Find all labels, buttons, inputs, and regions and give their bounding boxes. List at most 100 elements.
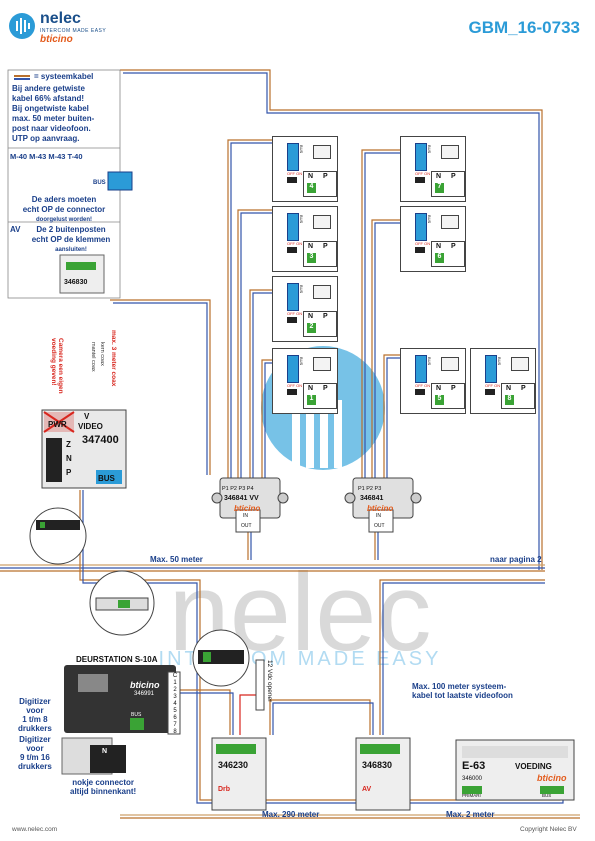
module-2-model: 346830 — [362, 760, 393, 770]
offon-label: OFF ON — [287, 241, 303, 246]
offon-label: OFF ON — [415, 383, 431, 388]
camera-video-label: VIDEO — [78, 422, 103, 431]
switch-icon — [287, 247, 297, 253]
distributor-2-model: 346841 — [360, 495, 384, 502]
distance-max290: Max. 290 meter — [262, 810, 320, 819]
phone-number: 6 — [435, 253, 444, 263]
distributor-2-ports: P1 P2 P3 — [358, 486, 382, 492]
camera-core-note: kern coax — [99, 342, 105, 366]
screen-icon — [441, 145, 459, 159]
phone-number: 2 — [307, 323, 316, 333]
offon-label: OFF ON — [287, 383, 303, 388]
opener-label: 12 Vdc opener — [266, 660, 273, 703]
offon-label: OFF ON — [415, 171, 431, 176]
module-2-tag: AV — [362, 786, 372, 793]
bus-label: BUS — [427, 357, 432, 366]
distributor-2-out: OUT — [374, 523, 385, 529]
distributor-1-out: OUT — [241, 523, 252, 529]
brand-tagline: INTERCOM MADE EASY — [40, 28, 107, 34]
av-model: 346830 — [64, 279, 88, 286]
power-bus: BUS — [542, 793, 552, 798]
camera-mantle-note: mantel coax — [90, 342, 96, 372]
power-maker: bticino — [537, 773, 567, 783]
switch-icon — [415, 177, 425, 183]
camera-coax-note: max. 3 meter coax — [110, 330, 117, 387]
distance-max50: Max. 50 meter — [150, 555, 203, 564]
distributor-1-maker: bticino — [234, 504, 261, 513]
distributor-2-in: IN — [376, 513, 381, 519]
module-1-model: 346230 — [218, 760, 249, 770]
phone-number: 3 — [307, 253, 316, 263]
document-code: GBM_16-0733 — [468, 18, 580, 37]
screen-icon — [511, 357, 529, 371]
nelec-logo-icon — [9, 13, 35, 39]
camera-pwr-label: PWR — [48, 420, 67, 429]
screen-icon — [313, 145, 331, 159]
camera-bus-label: BUS — [98, 474, 115, 483]
deurstation-n: N — [102, 748, 108, 755]
phone-number: 1 — [307, 395, 316, 405]
screen-icon — [441, 215, 459, 229]
connector-bus-label: BUS — [93, 180, 106, 186]
distributor-1-in: IN — [243, 513, 248, 519]
deurstation-model: 346991 — [134, 691, 155, 697]
phone-number: 8 — [505, 395, 514, 405]
bus-connector — [287, 143, 299, 171]
screen-icon — [313, 285, 331, 299]
brand-maker: bticino — [40, 34, 73, 45]
switch-icon — [415, 389, 425, 395]
power-name: VOEDING — [515, 762, 552, 771]
phone-number: 7 — [435, 183, 444, 193]
connector-models: M-40 M-43 M-43 T-40 — [10, 152, 83, 161]
distributor-2-maker: bticino — [367, 504, 394, 513]
bus-label: BUS — [427, 215, 432, 224]
bus-connector — [485, 355, 497, 383]
power-title: E-63 — [462, 760, 486, 772]
legend-title: = systeemkabel — [34, 72, 94, 81]
bus-connector — [287, 283, 299, 311]
module-1-tag: Drb — [218, 786, 231, 793]
bus-connector — [415, 143, 427, 171]
camera-n-label: N — [66, 454, 72, 463]
page-2-link[interactable]: naar pagina 2 — [490, 555, 542, 564]
switch-icon — [287, 389, 297, 395]
camera-v-label: V — [84, 412, 90, 421]
distance-max2: Max. 2 meter — [446, 810, 495, 819]
deurstation-maker: bticino — [130, 680, 160, 690]
power-model: 346000 — [462, 776, 483, 782]
bus-label: BUS — [299, 215, 304, 224]
camera-p-label: P — [66, 468, 72, 477]
bus-label: BUS — [299, 145, 304, 154]
bus-label: BUS — [497, 357, 502, 366]
bus-label: BUS — [427, 145, 432, 154]
av-tag: AV — [10, 225, 21, 234]
screen-icon — [313, 357, 331, 371]
distributor-1-model: 346841 VV — [224, 495, 259, 502]
bus-connector — [287, 213, 299, 241]
deurstation-title: DEURSTATION S-10A — [76, 655, 158, 664]
screen-icon — [441, 357, 459, 371]
brand-name: nelec — [40, 10, 81, 27]
footer-url[interactable]: www.nelec.com — [12, 826, 58, 833]
